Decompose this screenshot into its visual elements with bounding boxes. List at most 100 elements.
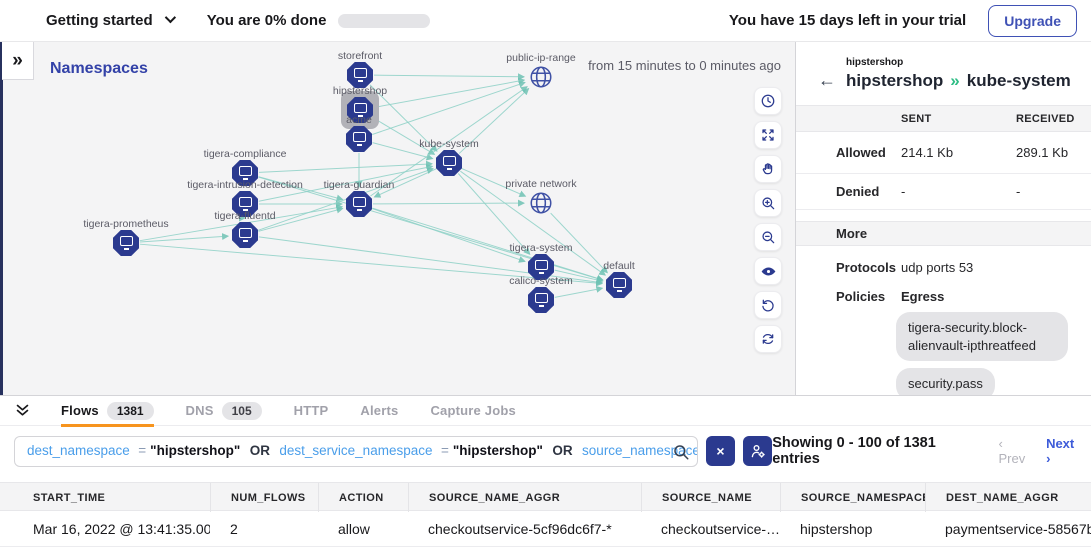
graph-title: Namespaces — [50, 60, 148, 77]
node-label: calico-system — [509, 275, 573, 287]
upgrade-button[interactable]: Upgrade — [988, 4, 1077, 37]
query-token-keyword: OR — [249, 443, 270, 458]
tab-label: Flows — [61, 403, 99, 418]
cell-source_name_aggr: checkoutservice-5cf96dc6f7-* — [428, 520, 612, 537]
panel-source: hipstershop — [846, 70, 944, 90]
graph-node-tigera-fluentd[interactable]: tigera-fluentd — [214, 210, 276, 248]
node-label: kube-system — [419, 138, 479, 150]
namespace-icon — [232, 222, 258, 248]
protocols-label: Protocols — [836, 260, 896, 275]
tab-http[interactable]: HTTP — [278, 396, 345, 426]
pagination: Showing 0 - 100 of 1381 entries ‹ Prev N… — [772, 435, 1081, 467]
namespace-icon — [232, 191, 258, 217]
node-label: tigera-system — [509, 242, 573, 254]
time-range-label: from 15 minutes to 0 minutes ago — [588, 58, 781, 73]
fit-screen-button[interactable] — [754, 121, 782, 149]
column-header-source_name_aggr[interactable]: SOURCE_NAME_AGGR — [408, 483, 641, 512]
tab-count-badge: 1381 — [106, 401, 154, 420]
namespace-icon — [347, 62, 373, 88]
clock-button[interactable] — [754, 87, 782, 115]
flows-search-row: dest_namespace ="hipstershop" OR dest_se… — [0, 426, 1091, 476]
namespace-icon — [346, 191, 372, 217]
namespace-icon — [606, 272, 632, 298]
row-expand-chevron-icon[interactable] — [11, 533, 22, 537]
cell-dest_name_aggr: paymentservice-58567bdc — [945, 520, 1091, 537]
stats-row-allowed: Allowed 214.1 Kb 289.1 Kb — [796, 132, 1091, 174]
zoom-out-button[interactable] — [754, 223, 782, 251]
graph-node-kube-system[interactable]: kube-system — [419, 138, 479, 176]
query-token-value: "hipstershop" — [452, 443, 543, 458]
graph-node-tigera-guardian[interactable]: tigera-guardian — [324, 179, 394, 217]
trial-countdown-text: You have 15 days left in your trial — [728, 12, 967, 29]
stats-row-denied: Denied - - — [796, 174, 1091, 210]
graph-node-tigera-compliance[interactable]: tigera-compliance — [204, 148, 286, 186]
column-header-action[interactable]: ACTION — [318, 483, 408, 512]
zoom-in-icon — [760, 195, 776, 211]
user-settings-button[interactable] — [743, 436, 773, 466]
namespace-icon — [113, 230, 139, 256]
flow-direction-icon: » — [950, 70, 960, 90]
search-icon — [672, 443, 690, 466]
globe-icon — [530, 192, 552, 214]
pan-hand-icon — [760, 161, 776, 177]
query-token-field: dest_namespace — [27, 443, 130, 458]
graph-node-tigera-system[interactable]: tigera-system — [509, 242, 573, 280]
graph-node-default[interactable]: default — [603, 260, 635, 298]
back-arrow-icon[interactable]: ← — [818, 70, 836, 90]
node-label: public-ip-range — [506, 52, 576, 64]
policy-pill[interactable]: security.pass — [896, 368, 995, 395]
panel-target: kube-system — [966, 70, 1071, 90]
getting-started-dropdown[interactable]: Getting started — [46, 11, 176, 29]
progress-label: You are 0% done — [206, 12, 327, 29]
tab-label: DNS — [185, 403, 214, 418]
node-label: tigera-intrusion-detection — [187, 179, 303, 191]
fit-screen-icon — [760, 127, 776, 143]
tab-capture-jobs[interactable]: Capture Jobs — [414, 396, 531, 426]
pan-hand-button[interactable] — [754, 155, 782, 183]
policies-label: Policies — [836, 289, 886, 304]
cell-action: allow — [338, 520, 370, 537]
search-input[interactable]: dest_namespace ="hipstershop" OR dest_se… — [14, 435, 698, 467]
expand-sidebar-button[interactable]: » — [2, 42, 34, 80]
refresh-button[interactable] — [754, 325, 782, 353]
graph-node-tigera-prometheus[interactable]: tigera-prometheus — [83, 218, 169, 256]
eye-button[interactable] — [754, 257, 782, 285]
collapse-panel-icon[interactable] — [14, 402, 31, 419]
graph-node-calico-system[interactable]: calico-system — [509, 275, 573, 313]
getting-started-label: Getting started — [46, 12, 153, 29]
graph-node-storefront[interactable]: storefront — [338, 50, 382, 88]
showing-entries-text: Showing 0 - 100 of 1381 entries — [772, 435, 936, 467]
query-token-keyword: OR — [552, 443, 573, 458]
column-header-num_flows[interactable]: NUM_FLOWS — [210, 483, 318, 512]
tab-flows[interactable]: Flows 1381 — [45, 396, 170, 427]
namespace-icon — [528, 287, 554, 313]
namespace-icon — [232, 160, 258, 186]
node-label: tigera-fluentd — [214, 210, 276, 222]
column-header-source_name[interactable]: SOURCE_NAME — [641, 483, 780, 512]
column-header-source_namespace[interactable]: SOURCE_NAMESPACE — [780, 483, 925, 512]
zoom-in-button[interactable] — [754, 189, 782, 217]
node-label: tigera-guardian — [323, 179, 395, 191]
graph-node-acme[interactable]: acme — [346, 114, 372, 152]
graph-node-private-network[interactable]: private network — [505, 178, 577, 216]
graph-toolbar — [754, 87, 782, 353]
prev-page-button[interactable]: ‹ Prev — [998, 436, 1026, 466]
node-label: private network — [505, 178, 577, 190]
graph-node-tigera-intrusion-detection[interactable]: tigera-intrusion-detection — [187, 179, 303, 217]
graph-node-hipstershop[interactable]: hipstershop — [333, 85, 387, 129]
undo-button[interactable] — [754, 291, 782, 319]
progress-bar — [338, 13, 431, 28]
column-header-dest_name_aggr[interactable]: DEST_NAME_AGGR — [925, 483, 1091, 512]
tab-alerts[interactable]: Alerts — [344, 396, 414, 426]
query-token-field: source_namespace — [582, 443, 698, 458]
policy-pill[interactable]: tigera-security.block-alienvault-ipthrea… — [896, 312, 1068, 362]
graph-node-public-ip-range[interactable]: public-ip-range — [506, 52, 576, 90]
clear-search-button[interactable]: × — [705, 436, 736, 466]
column-header-start_time[interactable]: START_TIME — [33, 491, 106, 504]
query-token-field: dest_service_namespace — [279, 443, 433, 458]
next-page-button[interactable]: Next › — [1046, 436, 1075, 466]
